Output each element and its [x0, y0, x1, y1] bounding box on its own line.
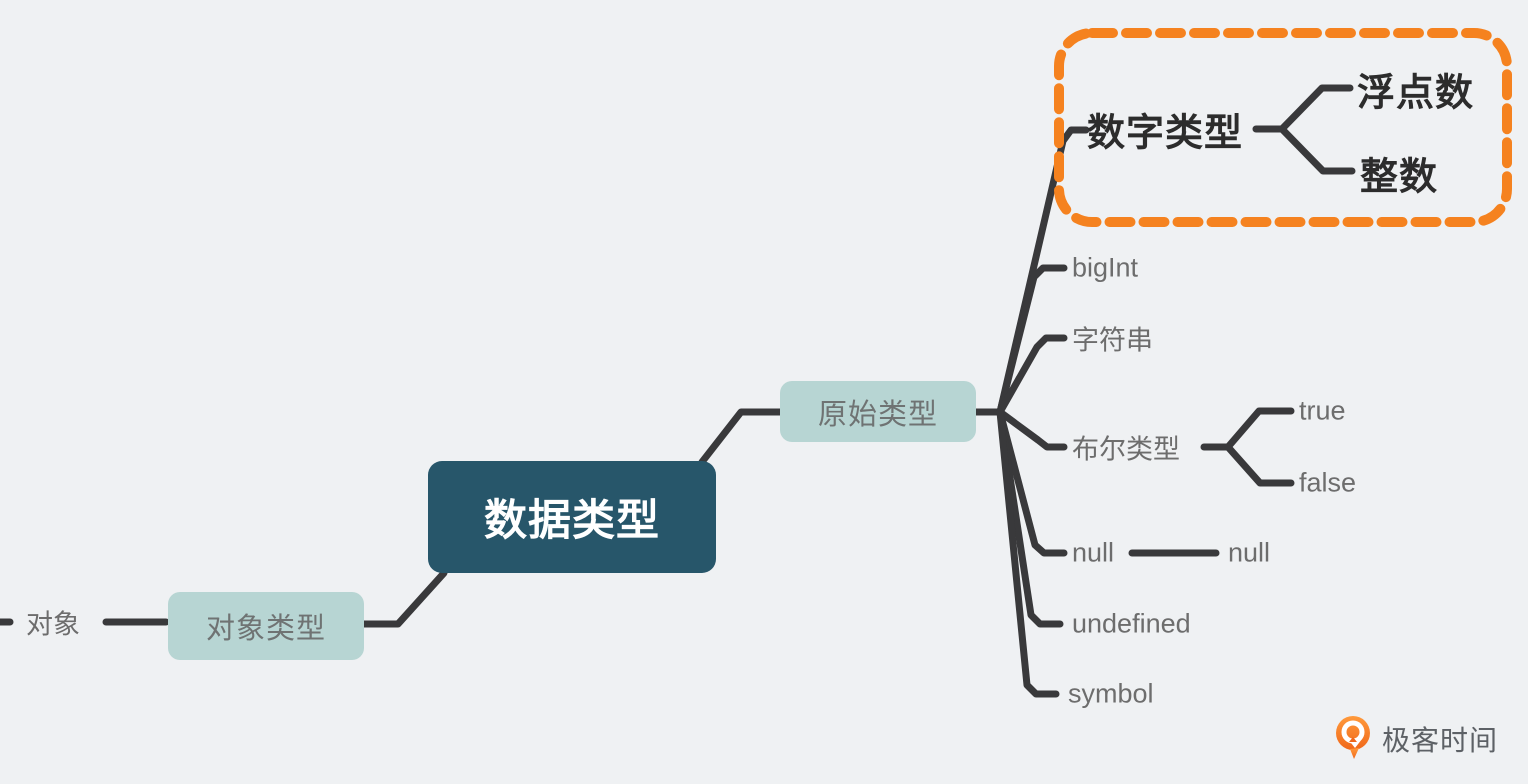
connector-boolean	[996, 408, 1068, 451]
geektime-logo-icon	[1336, 716, 1370, 759]
node-root-data-type[interactable]: 数据类型	[428, 461, 716, 573]
leaf-float[interactable]: 浮点数	[1357, 72, 1475, 115]
connector-bigint	[996, 264, 1068, 416]
watermark-geektime: 极客时间	[1334, 715, 1498, 763]
leaf-null-value[interactable]: null	[1228, 537, 1271, 568]
connector-number-integer	[1278, 125, 1356, 175]
leaf-undefined[interactable]: undefined	[1072, 608, 1191, 639]
leaf-symbol[interactable]: symbol	[1068, 678, 1154, 709]
connector-root-primitive	[698, 408, 785, 466]
leaf-true[interactable]: true	[1299, 395, 1346, 426]
leaf-boolean[interactable]: 布尔类型	[1072, 434, 1180, 465]
highlight-dashed-box	[1054, 28, 1512, 227]
connector-boolean-true	[1200, 407, 1295, 451]
connector-null	[996, 408, 1068, 557]
connector-undefined	[996, 408, 1064, 628]
leaf-bigint[interactable]: bigInt	[1072, 252, 1139, 283]
leaf-string[interactable]: 字符串	[1072, 325, 1153, 356]
node-primitive-type[interactable]: 原始类型	[780, 381, 976, 442]
connector-number-float	[1252, 84, 1354, 133]
leaf-object[interactable]: 对象	[26, 609, 80, 640]
connector-object-root	[360, 569, 448, 628]
watermark-label: 极客时间	[1382, 725, 1499, 756]
leaf-null[interactable]: null	[1072, 537, 1115, 568]
leaf-false[interactable]: false	[1299, 467, 1357, 498]
connector-symbol	[996, 408, 1060, 698]
connector-string	[996, 334, 1068, 416]
leaf-number-type[interactable]: 数字类型	[1087, 112, 1244, 155]
node-object-type[interactable]: 对象类型	[168, 592, 364, 660]
leaf-integer[interactable]: 整数	[1360, 156, 1439, 199]
connector-boolean-false	[1224, 443, 1295, 487]
